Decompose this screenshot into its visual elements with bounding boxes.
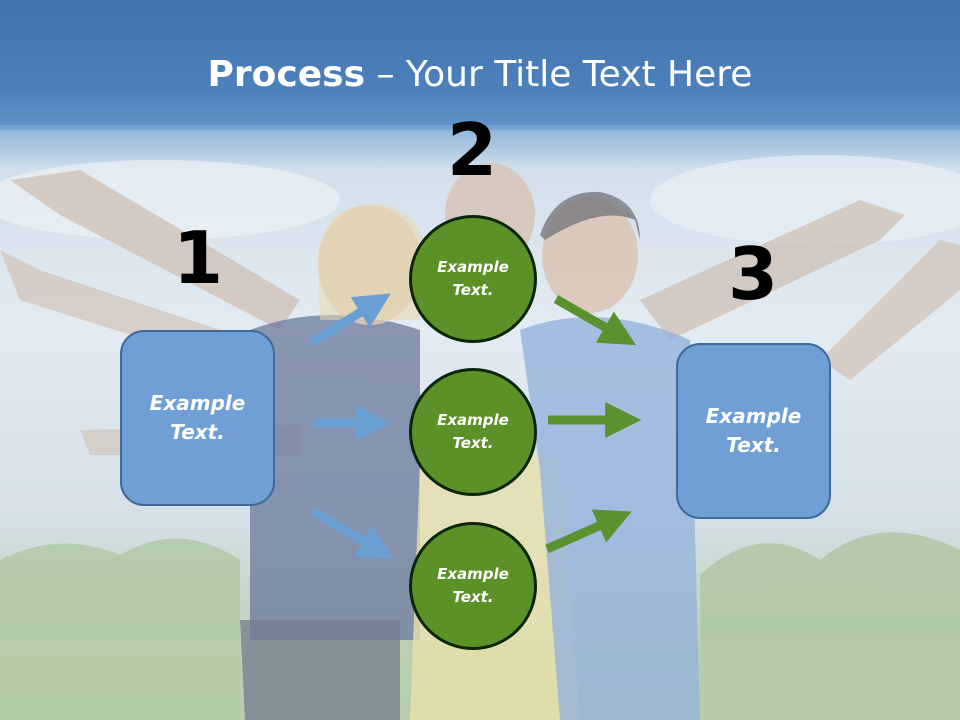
right-box-text: Example Text. (705, 404, 802, 457)
left-box: Example Text. (120, 330, 275, 506)
arrow-bottom-to-right (545, 509, 632, 554)
circle-bottom-text: Example Text. (437, 565, 509, 606)
step-number-3: 3 (727, 232, 779, 316)
circle-bottom: Example Text. (409, 522, 537, 650)
arrow-left-to-bottom (310, 507, 394, 560)
left-box-text: Example Text. (149, 391, 246, 444)
arrow-top-to-right (553, 295, 637, 346)
title-bold: Process (207, 54, 366, 95)
slide-title: Process – Your Title Text Here (0, 52, 960, 98)
circle-top-text: Example Text. (437, 258, 509, 299)
arrow-left-to-top (308, 293, 391, 347)
right-box: Example Text. (676, 343, 831, 519)
circle-top: Example Text. (409, 215, 537, 343)
title-rest: – Your Title Text Here (365, 54, 753, 95)
circle-middle: Example Text. (409, 368, 537, 496)
step-number-2: 2 (446, 108, 498, 192)
step-number-1: 1 (172, 216, 224, 300)
circle-middle-text: Example Text. (437, 411, 509, 452)
